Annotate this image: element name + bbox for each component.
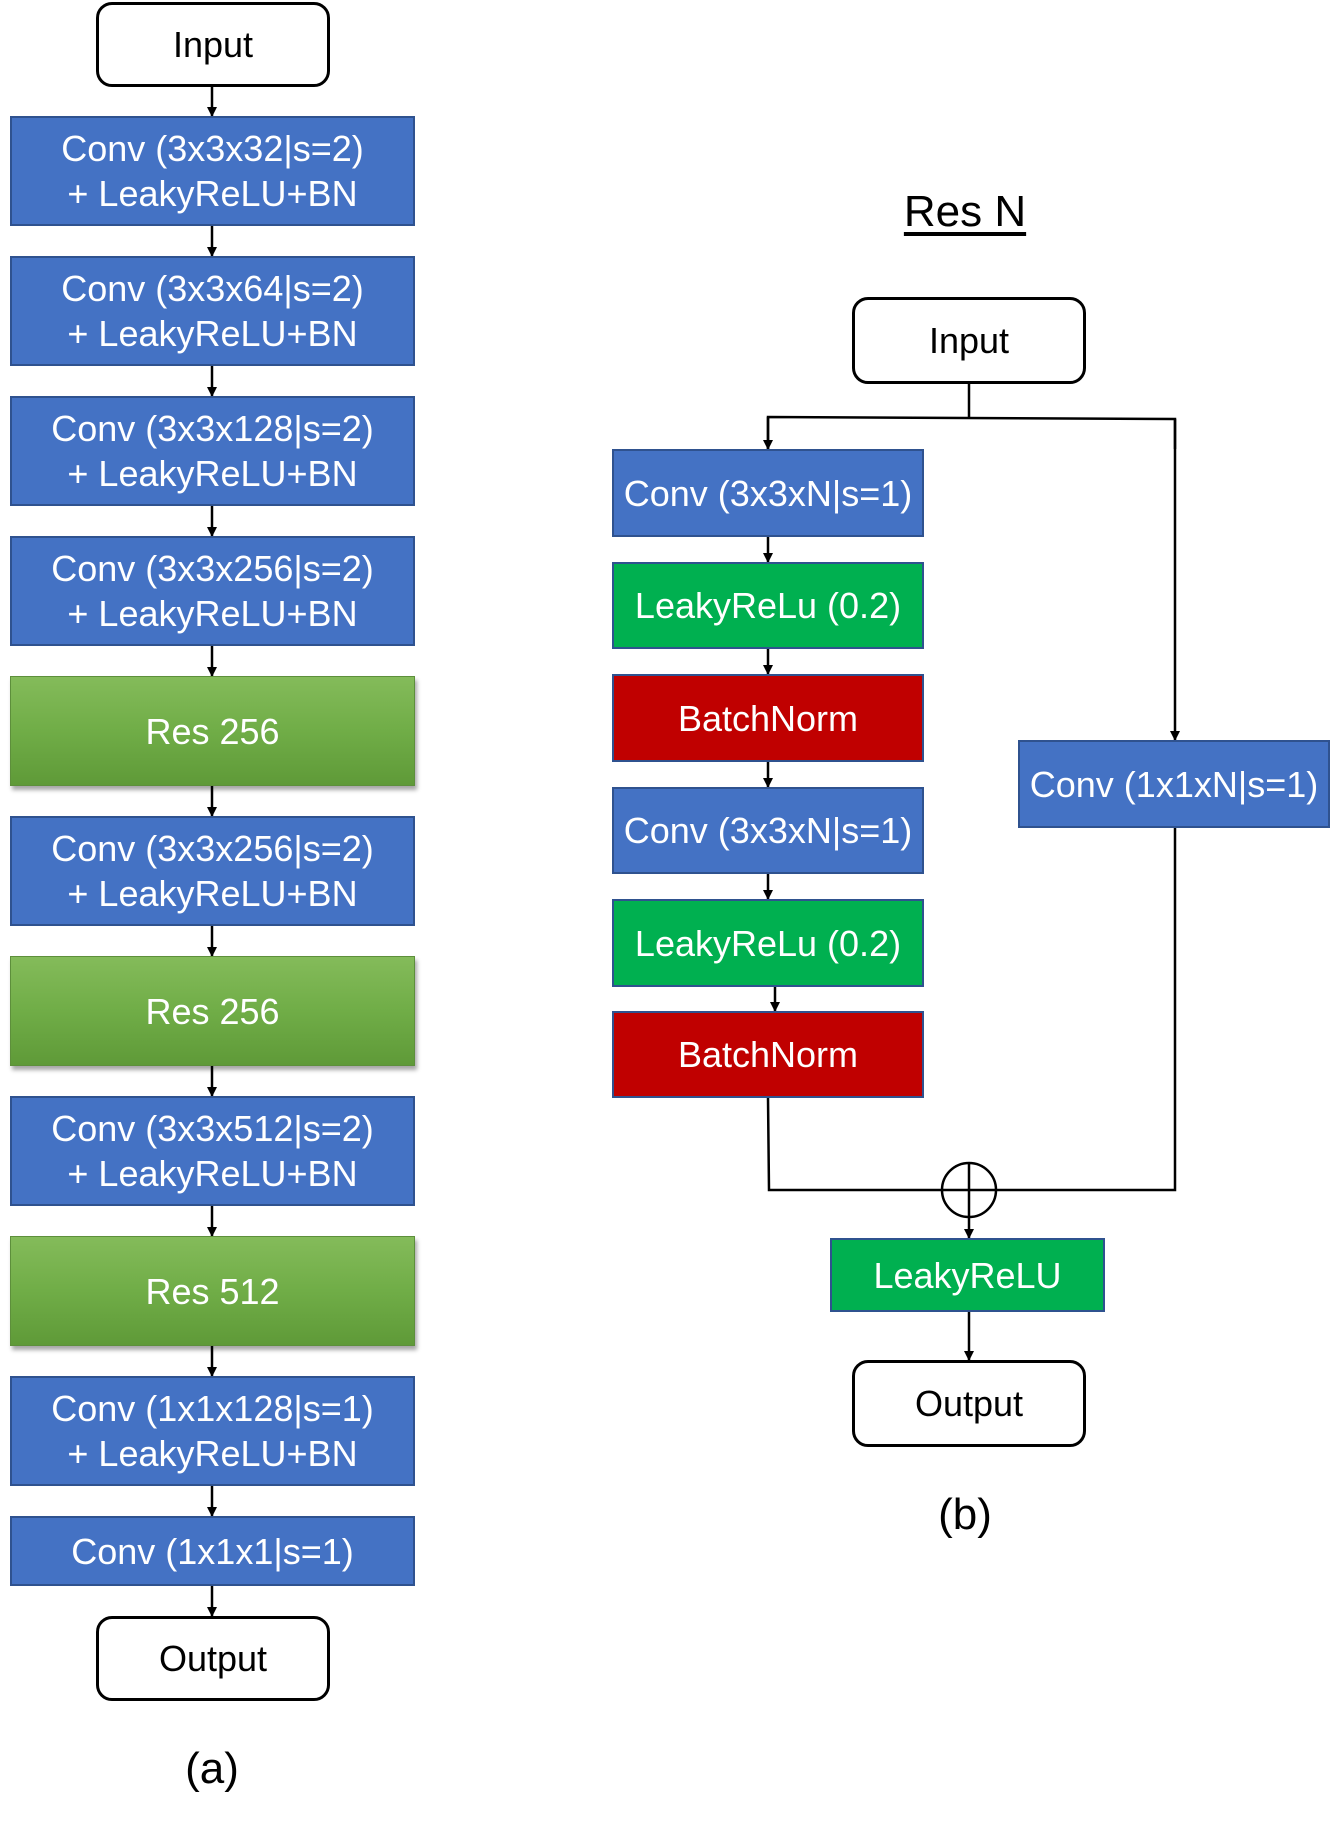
b-batchnorm-block-1-label: BatchNorm	[677, 697, 859, 739]
b-leakyrelu-block-1: LeakyReLu (0.2)	[612, 562, 924, 649]
a-res-block-2-label: Res 256	[145, 990, 280, 1032]
b-batchnorm-block-1: BatchNorm	[612, 674, 924, 762]
a-conv-block-8-line1: Conv (1x1x1|s=1)	[71, 1530, 354, 1572]
a-conv-block-5-line2: + LeakyReLU+BN	[67, 873, 358, 914]
b-output-node: Output	[852, 1360, 1086, 1447]
a-conv-block-7-line2: + LeakyReLU+BN	[67, 1433, 358, 1474]
a-res-block-1: Res 256	[10, 676, 415, 786]
b-batchnorm-block-2: BatchNorm	[612, 1011, 924, 1098]
a-conv-block-2-line1: Conv (3x3x64|s=2)	[61, 268, 364, 309]
a-conv-block-7: Conv (1x1x128|s=1) + LeakyReLU+BN	[10, 1376, 415, 1486]
b-caption: (b)	[938, 1490, 992, 1539]
a-conv-block-6-line1: Conv (3x3x512|s=2)	[51, 1108, 374, 1149]
a-conv-block-5-line1: Conv (3x3x256|s=2)	[51, 828, 374, 869]
b-leakyrelu-block-1-label: LeakyReLu (0.2)	[634, 585, 902, 626]
b-final-leakyrelu-block: LeakyReLU	[830, 1238, 1105, 1312]
a-conv-block-7-line1: Conv (1x1x128|s=1)	[51, 1388, 374, 1429]
a-res-block-2: Res 256	[10, 956, 415, 1066]
a-res-block-1-label: Res 256	[145, 710, 280, 752]
a-output-label: Output	[158, 1638, 268, 1679]
a-input-node: Input	[96, 2, 330, 87]
a-caption: (a)	[185, 1744, 239, 1793]
b-batchnorm-block-2-label: BatchNorm	[677, 1034, 859, 1075]
b-skip-conv-label: Conv (1x1xN|s=1)	[1029, 763, 1319, 805]
a-conv-block-1-line2: + LeakyReLU+BN	[67, 173, 358, 214]
line-b-split	[766, 415, 1177, 449]
a-res-block-3-label: Res 512	[145, 1270, 280, 1312]
a-conv-block-3: Conv (3x3x128|s=2) + LeakyReLU+BN	[10, 396, 415, 506]
a-conv-block-3-line2: + LeakyReLU+BN	[67, 453, 358, 494]
b-input-label: Input	[928, 320, 1010, 361]
a-conv-block-2: Conv (3x3x64|s=2) + LeakyReLU+BN	[10, 256, 415, 366]
a-conv-block-4-line2: + LeakyReLU+BN	[67, 593, 358, 634]
b-input-node: Input	[852, 297, 1086, 384]
b-conv-block-1: Conv (3x3xN|s=1)	[612, 449, 924, 537]
b-final-leakyrelu-label: LeakyReLU	[873, 1254, 1062, 1296]
a-res-block-3: Res 512	[10, 1236, 415, 1346]
a-output-node: Output	[96, 1616, 330, 1701]
a-conv-block-6-line2: + LeakyReLU+BN	[67, 1153, 358, 1194]
a-conv-block-1-line1: Conv (3x3x32|s=2)	[61, 128, 364, 169]
a-conv-block-3-line1: Conv (3x3x128|s=2)	[51, 408, 374, 449]
a-conv-block-5: Conv (3x3x256|s=2) + LeakyReLU+BN	[10, 816, 415, 926]
b-conv-block-1-label: Conv (3x3xN|s=1)	[623, 472, 913, 514]
a-conv-block-2-line2: + LeakyReLU+BN	[67, 313, 358, 354]
b-leakyrelu-block-2: LeakyReLu (0.2)	[612, 899, 924, 987]
line-b-skip-to-sum	[997, 828, 1177, 1192]
b-skip-conv-block: Conv (1x1xN|s=1)	[1018, 740, 1330, 828]
a-conv-block-1: Conv (3x3x32|s=2) + LeakyReLU+BN	[10, 116, 415, 226]
b-conv-block-2-label: Conv (3x3xN|s=1)	[623, 810, 913, 851]
line-b-main-to-sum	[766, 1097, 941, 1192]
a-conv-block-6: Conv (3x3x512|s=2) + LeakyReLU+BN	[10, 1096, 415, 1206]
b-conv-block-2: Conv (3x3xN|s=1)	[612, 787, 924, 874]
a-conv-block-4-line1: Conv (3x3x256|s=2)	[51, 548, 374, 589]
b-output-label: Output	[914, 1383, 1024, 1424]
a-input-label: Input	[172, 24, 254, 65]
a-conv-block-4: Conv (3x3x256|s=2) + LeakyReLU+BN	[10, 536, 415, 646]
b-leakyrelu-block-2-label: LeakyReLu (0.2)	[634, 922, 902, 964]
a-conv-block-8: Conv (1x1x1|s=1)	[10, 1516, 415, 1586]
b-title: Res N	[903, 187, 1027, 236]
